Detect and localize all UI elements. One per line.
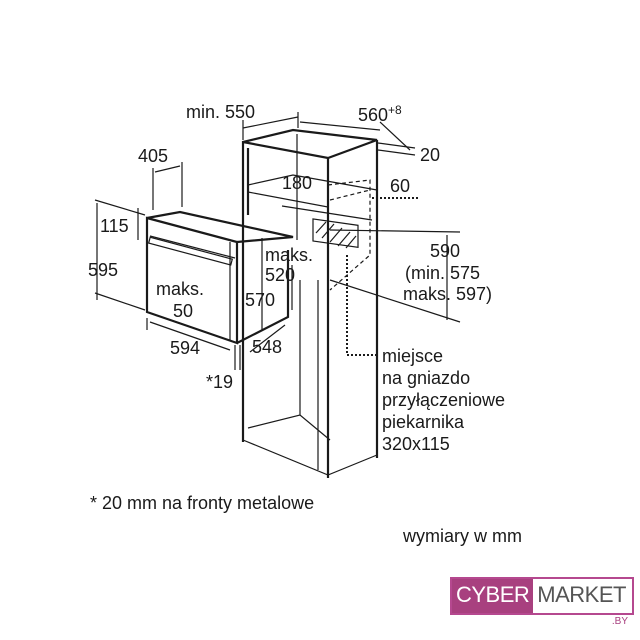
socket-note-line: 320x115 — [382, 434, 450, 454]
logo-part-cyber: CYBER — [452, 579, 534, 613]
label-560: 560+8 — [358, 103, 402, 125]
label-590: 590 — [430, 241, 460, 261]
footnote: * 20 mm na fronty metalowe — [90, 493, 314, 513]
socket-note-line: na gniazdo — [382, 368, 470, 388]
oven-drawing — [145, 210, 294, 345]
label-405: 405 — [138, 146, 168, 166]
dimension-labels: min. 550 560+8 20 405 180 60 115 595 mak… — [88, 102, 492, 392]
units-note: wymiary w mm — [402, 526, 522, 546]
label-115: 115 — [100, 216, 129, 236]
label-20: 20 — [420, 145, 440, 165]
socket-note-line: miejsce — [382, 346, 443, 366]
cabinet-drawing — [241, 128, 420, 478]
cybermarket-logo: CYBER MARKET .BY — [450, 577, 634, 627]
logo-part-market: MARKET — [537, 582, 626, 607]
label-19: *19 — [206, 372, 233, 392]
label-570: 570 — [245, 290, 275, 310]
label-590-max: maks. 597) — [403, 284, 492, 304]
label-595: 595 — [88, 260, 118, 280]
label-min-550: min. 550 — [186, 102, 255, 122]
label-590-min: (min. 575 — [405, 263, 480, 283]
logo-suffix: .BY — [611, 616, 628, 627]
label-594: 594 — [170, 338, 200, 358]
socket-note-line: przyłączeniowe — [382, 390, 505, 410]
label-maks-50-a: maks. — [156, 279, 204, 299]
socket-note-line: piekarnika — [382, 412, 465, 432]
label-548: 548 — [252, 337, 282, 357]
label-50: 50 — [173, 301, 193, 321]
label-60: 60 — [390, 176, 410, 196]
label-180: 180 — [282, 173, 312, 193]
label-maks-520-a: maks. — [265, 245, 313, 265]
label-520: 520 — [265, 265, 295, 285]
dimension-lines — [94, 112, 461, 370]
socket-note: miejsce na gniazdo przyłączeniowe piekar… — [382, 346, 505, 454]
